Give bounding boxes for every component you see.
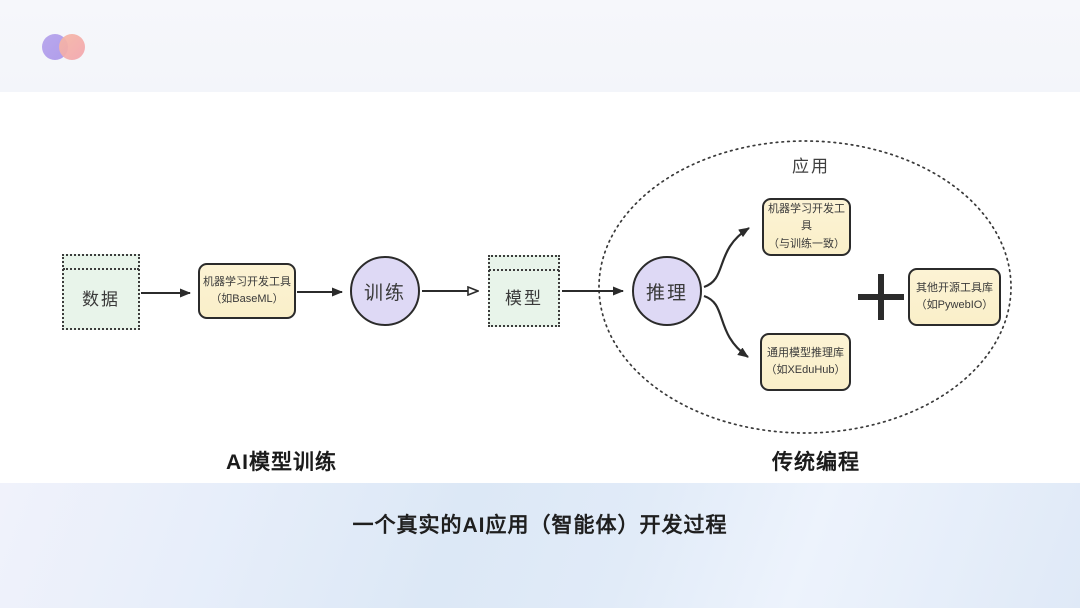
other-lib-line1: 其他开源工具库 xyxy=(916,281,993,294)
arrow-infer-to-inferlib xyxy=(703,294,749,358)
model-node-label: 模型 xyxy=(505,288,543,308)
application-boundary-ellipse xyxy=(598,140,1012,434)
model-node: 模型 xyxy=(488,255,560,327)
brand-logo-icon xyxy=(42,33,94,61)
app-ml-tool-line2: （与训练一致） xyxy=(768,237,845,250)
slide-caption: 一个真实的AI应用（智能体）开发过程 xyxy=(352,514,728,537)
infer-node-label: 推理 xyxy=(645,282,688,304)
infer-node: 推理 xyxy=(632,256,702,326)
logo-pink-circle-icon xyxy=(59,34,85,60)
infer-lib-line2: （如XEduHub） xyxy=(765,364,846,376)
left-section-label: AI模型训练 xyxy=(226,451,337,474)
other-lib-node: 其他开源工具库 （如PywebIO） xyxy=(908,268,1001,326)
ml-dev-tool-line1: 机器学习开发工具 xyxy=(203,275,291,288)
data-node-label: 数据 xyxy=(82,289,120,309)
application-region-label: 应用 xyxy=(792,157,830,176)
infer-lib-node: 通用模型推理库 （如XEduHub） xyxy=(760,333,851,391)
ml-dev-tool-line2: （如BaseML） xyxy=(210,293,284,305)
right-section-label: 传统编程 xyxy=(772,451,860,474)
train-node: 训练 xyxy=(350,256,420,326)
ml-dev-tool-node: 机器学习开发工具 （如BaseML） xyxy=(198,263,296,319)
data-node: 数据 xyxy=(62,254,140,330)
stack-divider xyxy=(489,269,559,271)
plus-icon xyxy=(858,274,904,320)
app-ml-tool-line1: 机器学习开发工具 xyxy=(768,203,845,233)
other-lib-line2: （如PywebIO） xyxy=(915,299,994,311)
header-band xyxy=(0,0,1080,92)
stack-divider xyxy=(63,268,139,270)
footer-band xyxy=(0,483,1080,608)
arrow-infer-to-apptool xyxy=(703,227,750,289)
infer-lib-line1: 通用模型推理库 xyxy=(767,346,844,359)
train-node-label: 训练 xyxy=(363,282,406,304)
app-ml-tool-node: 机器学习开发工具 （与训练一致） xyxy=(762,198,851,256)
